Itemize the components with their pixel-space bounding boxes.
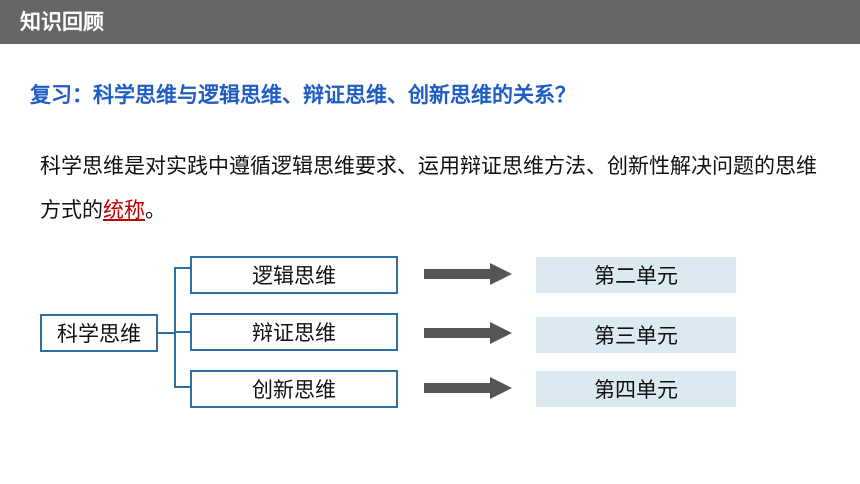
review-question: 复习：科学思维与逻辑思维、辩证思维、创新思维的关系？ <box>30 83 576 107</box>
connector-branch-1 <box>174 267 190 269</box>
page-title: 知识回顾 <box>20 10 104 34</box>
arrow-right-icon <box>424 322 512 344</box>
branch-node-dialectic: 辩证思维 <box>190 313 398 351</box>
connector-root <box>158 332 174 334</box>
connector-vertical <box>174 267 176 388</box>
arrow-right-icon <box>424 377 512 399</box>
connector-branch-2 <box>174 331 190 333</box>
arrow-right-icon <box>424 263 512 285</box>
branch-node-logic: 逻辑思维 <box>190 256 398 294</box>
unit-label-4: 第四单元 <box>536 371 736 407</box>
connector-branch-3 <box>174 386 190 388</box>
header-bar: 知识回顾 <box>0 0 860 44</box>
highlight-term: 统称 <box>103 198 145 222</box>
unit-label-2: 第二单元 <box>536 257 736 293</box>
definition-text-main: 科学思维是对实践中遵循逻辑思维要求、运用辩证思维方法、创新性解决问题的思维方式的 <box>40 154 817 222</box>
definition-text: 科学思维是对实践中遵循逻辑思维要求、运用辩证思维方法、创新性解决问题的思维方式的… <box>40 144 820 232</box>
unit-label-3: 第三单元 <box>536 317 736 353</box>
root-node: 科学思维 <box>40 314 158 352</box>
branch-node-innovation: 创新思维 <box>190 370 398 408</box>
definition-text-end: 。 <box>145 198 166 222</box>
